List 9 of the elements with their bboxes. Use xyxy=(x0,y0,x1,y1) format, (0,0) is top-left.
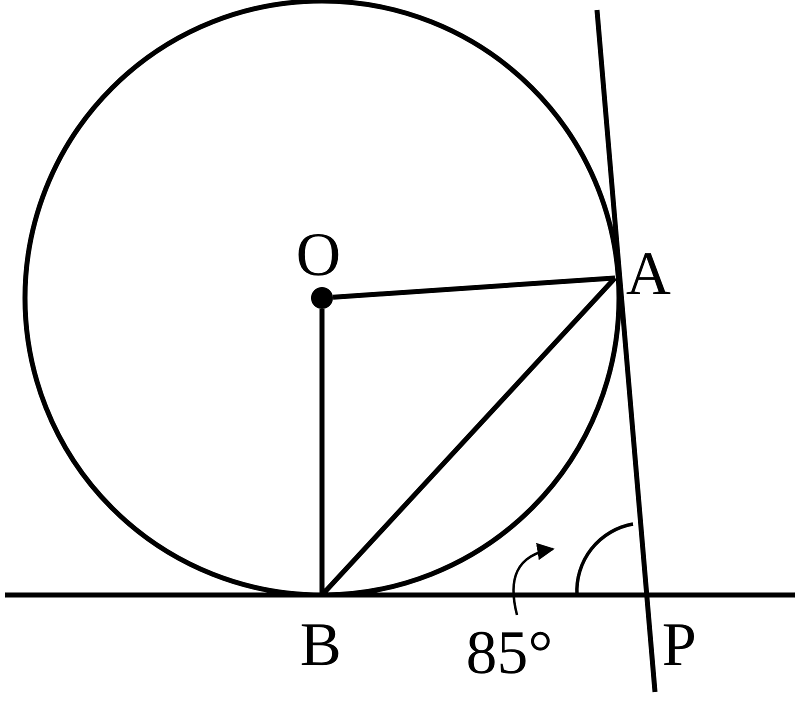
point-label: A xyxy=(626,243,671,305)
angle-label: 85° xyxy=(466,622,553,684)
leader-arrow xyxy=(512,544,555,616)
line-segment xyxy=(320,309,324,595)
point-label: B xyxy=(300,614,342,676)
point-label: P xyxy=(662,614,696,676)
line-segment xyxy=(332,276,616,300)
angle-arc xyxy=(575,522,634,595)
point-label: O xyxy=(296,224,341,286)
